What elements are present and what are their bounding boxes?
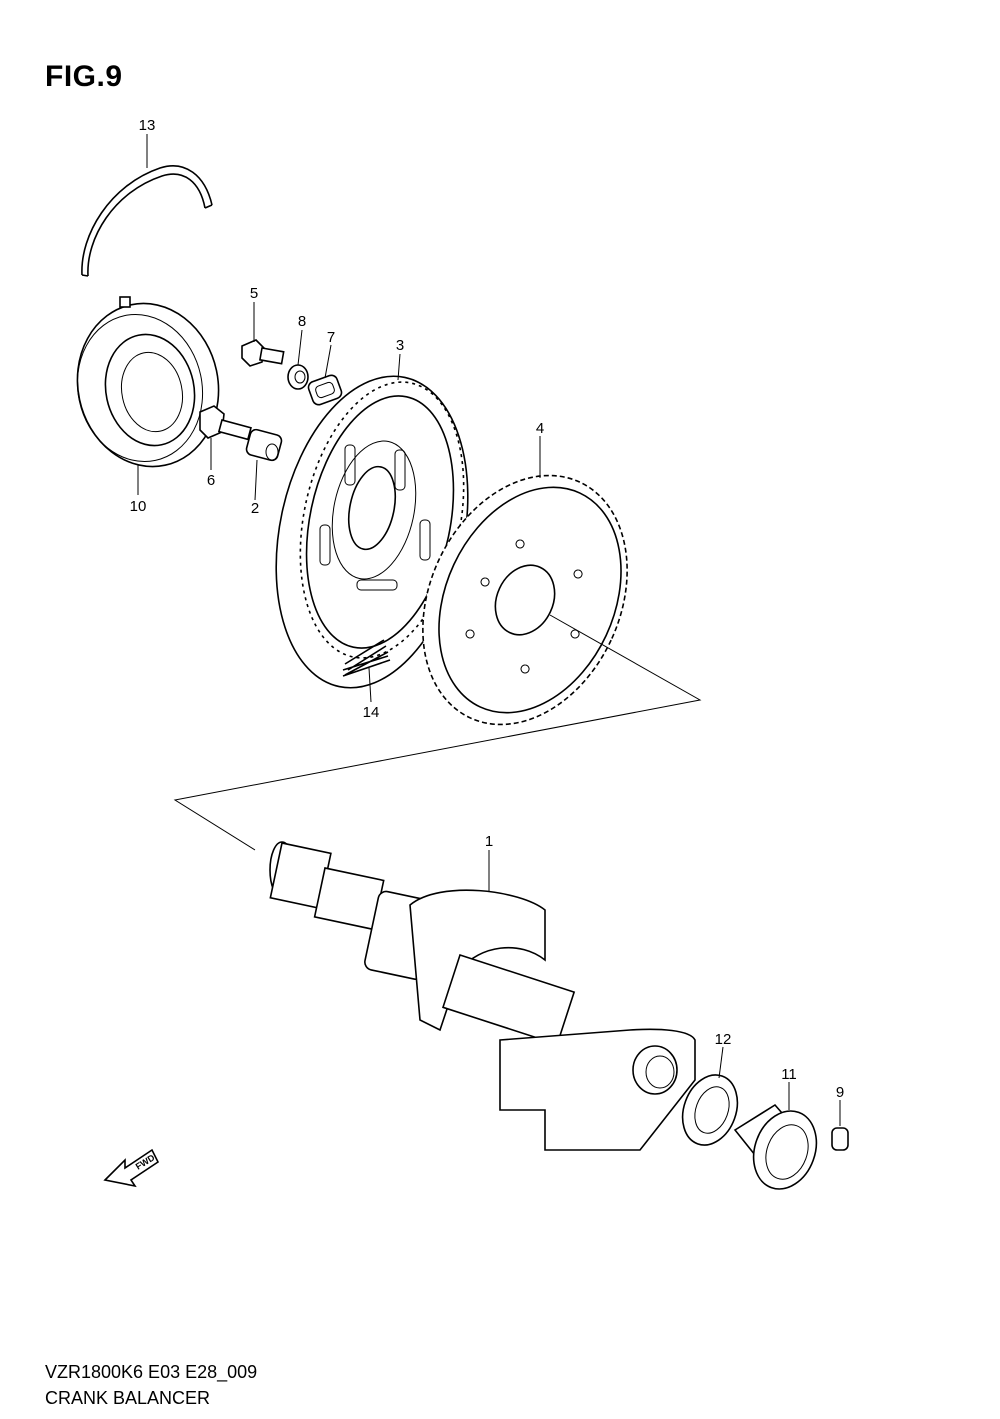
callout-14: 14	[363, 704, 380, 721]
part-12-thrust-washer[interactable]	[673, 1067, 746, 1152]
callout-10: 10	[130, 498, 147, 515]
callout-12: 12	[715, 1031, 732, 1048]
callout-9: 9	[836, 1084, 844, 1101]
leader-lines	[137, 134, 841, 1126]
part-7-lock-plate[interactable]	[307, 374, 343, 407]
part-14-spring[interactable]	[342, 639, 391, 677]
part-9-pin[interactable]	[831, 1127, 849, 1151]
part-10-bearing[interactable]	[62, 290, 233, 480]
model-code: VZR1800K6 E03 E28_009	[45, 1362, 258, 1382]
callout-7: 7	[327, 329, 335, 346]
fwd-arrow-icon: FWD	[103, 1148, 160, 1188]
part-5-bolt[interactable]	[241, 339, 285, 367]
part-4-drive-gear[interactable]	[384, 442, 666, 758]
callout-11: 11	[781, 1066, 797, 1083]
part-13-circlip[interactable]	[81, 165, 213, 277]
callout-labels: 13 5 8 7 3 4 6 2 10 14 1 12 11 9	[130, 117, 845, 1101]
callout-8: 8	[298, 313, 306, 330]
part-11-needle-bearing[interactable]	[733, 1102, 827, 1198]
part-8-washer[interactable]	[287, 364, 309, 390]
part-2-collar[interactable]	[245, 428, 283, 462]
callout-13: 13	[139, 117, 156, 134]
callout-4: 4	[536, 420, 544, 437]
part-1-balancer-shaft[interactable]	[269, 841, 696, 1151]
assembly-name: CRANK BALANCER	[45, 1388, 211, 1408]
part-6-bolt[interactable]	[199, 405, 252, 441]
figure-title: FIG.9	[45, 60, 123, 93]
callout-2: 2	[251, 500, 259, 517]
callout-5: 5	[250, 285, 258, 302]
callout-6: 6	[207, 472, 215, 489]
callout-3: 3	[396, 337, 404, 354]
assembly-guide-lines	[173, 614, 702, 851]
callout-1: 1	[485, 833, 493, 850]
